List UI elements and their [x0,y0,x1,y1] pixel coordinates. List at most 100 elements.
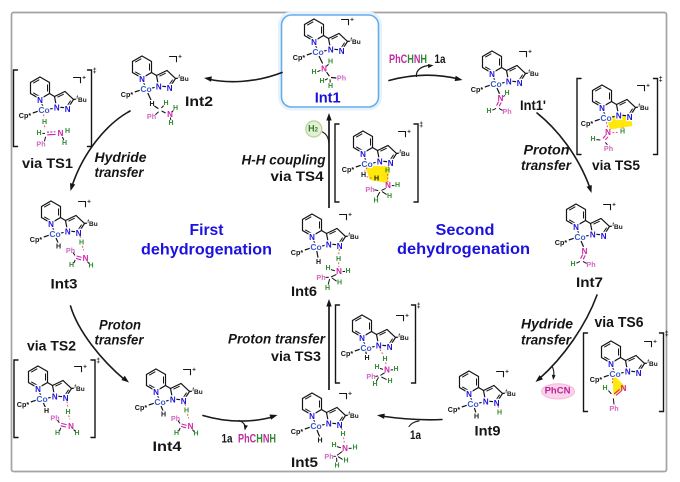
svg-text:N: N [188,422,194,431]
svg-text:N: N [359,334,365,343]
svg-text:PhCN: PhCN [545,386,571,397]
svg-text:H: H [486,108,491,115]
svg-text:Ph: Ph [604,144,613,153]
svg-text:H: H [319,78,324,85]
svg-text:Int5: Int5 [291,454,318,470]
svg-text:N: N [377,158,383,167]
svg-text:tBu: tBu [612,222,622,230]
svg-text:N: N [311,38,317,47]
svg-text:+: + [350,17,354,24]
svg-text:tBu: tBu [76,95,86,103]
svg-text:N: N [339,47,345,56]
svg-text:H: H [331,442,336,449]
svg-text:Cp*: Cp* [291,427,304,436]
svg-text:Ph: Ph [586,260,595,269]
svg-text:N: N [489,70,495,79]
svg-text:H: H [361,172,366,179]
svg-text:H: H [69,262,74,269]
svg-text:Proton: Proton [99,318,141,333]
svg-text:H: H [65,409,70,416]
svg-text:Co: Co [361,159,372,169]
svg-text:+: + [83,364,87,371]
svg-text:H: H [385,168,390,175]
svg-text:Int1: Int1 [315,90,341,107]
svg-text:H: H [184,408,189,415]
svg-text:Cp*: Cp* [448,405,461,414]
svg-text:H: H [168,120,173,127]
svg-text:H: H [325,285,330,292]
svg-text:Ph: Ph [171,414,180,423]
svg-text:Co: Co [38,105,49,115]
svg-text:N: N [388,159,394,168]
svg-text:N: N [167,84,173,93]
svg-text:1a: 1a [410,428,421,442]
svg-text:tBu: tBu [192,387,202,395]
svg-text:Ph: Ph [324,452,333,461]
svg-text:H: H [497,410,502,417]
svg-text:N: N [35,385,41,394]
svg-text:H: H [36,130,41,137]
svg-text:N: N [582,247,588,256]
svg-text:H: H [620,129,625,136]
svg-text:N: N [58,129,64,138]
svg-text:Hydride: Hydride [521,317,574,332]
svg-text:H: H [88,263,93,270]
svg-text:Ph: Ph [36,140,45,149]
svg-text:Ph: Ph [66,246,75,255]
svg-text:H: H [79,240,84,247]
svg-text:H: H [193,431,198,438]
svg-text:N: N [517,79,523,88]
svg-text:H: H [174,430,179,437]
svg-text:Cp*: Cp* [291,248,304,257]
svg-text:Cp*: Cp* [581,119,594,128]
svg-text:Co: Co [49,229,60,239]
svg-text:Proton transfer: Proton transfer [228,332,326,347]
svg-text:H: H [474,414,479,421]
svg-text:N: N [54,104,60,113]
svg-text:Ph: Ph [366,372,375,381]
svg-text:+: + [348,391,352,398]
svg-text:H: H [372,381,377,388]
svg-text:N: N [63,394,69,403]
svg-text:tBu: tBu [178,74,188,82]
svg-text:H-H coupling: H-H coupling [242,153,327,168]
svg-text:Co: Co [312,47,323,57]
svg-text:H: H [328,83,333,90]
svg-text:N: N [76,229,82,238]
svg-text:N: N [336,267,342,276]
svg-text:N: N [156,83,162,92]
svg-text:dehydrogenation: dehydrogenation [141,242,272,259]
svg-text:Ph: Ph [609,404,618,413]
svg-text:H: H [55,430,60,437]
svg-text:tBu: tBu [647,359,657,367]
svg-text:N: N [342,444,348,453]
svg-text:N: N [627,113,633,122]
svg-text:H: H [334,463,339,470]
svg-text:Cp*: Cp* [342,165,355,174]
svg-text:Cp*: Cp* [30,235,43,244]
svg-text:+: + [612,202,616,209]
svg-text:+: + [192,367,196,374]
svg-text:‡: ‡ [665,331,669,338]
svg-text:N: N [590,231,596,240]
svg-text:transfer: transfer [95,333,145,348]
svg-text:+: + [82,75,86,82]
svg-text:Co: Co [574,232,585,242]
svg-text:+: + [87,199,91,206]
svg-text:H: H [65,128,70,135]
svg-text:H: H [42,119,47,126]
svg-text:N: N [601,232,607,241]
svg-text:N: N [337,421,343,430]
svg-text:N: N [153,388,159,397]
svg-text:N: N [385,181,391,190]
svg-text:H: H [161,412,166,419]
svg-text:Int6: Int6 [291,283,317,299]
svg-text:PhCHNH: PhCHNH [238,432,276,446]
svg-text:Hydride: Hydride [95,150,148,165]
svg-text:N: N [636,369,642,378]
svg-text:via TS1: via TS1 [22,155,73,171]
svg-text:+: + [653,339,657,346]
svg-text:Co: Co [310,242,321,252]
svg-text:N: N [326,241,332,250]
svg-text:H: H [373,198,378,205]
